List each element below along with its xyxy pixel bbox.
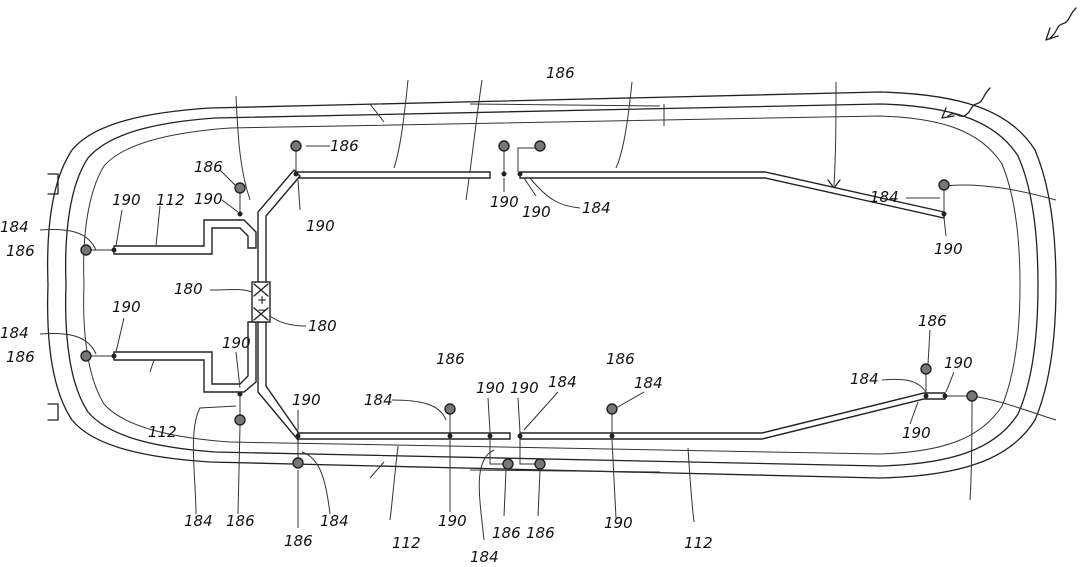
left-lower-diagonal — [257, 321, 299, 442]
label-190: 190 — [194, 190, 223, 208]
label-190: 190 — [476, 379, 505, 397]
label-184: 184 — [548, 373, 577, 391]
label-186: 186 — [226, 512, 255, 530]
label-190: 190 — [902, 424, 931, 442]
label-184: 184 — [184, 512, 213, 530]
left-front-branch-lower — [113, 321, 257, 393]
label-186: 186 — [6, 348, 35, 366]
upper-rail — [295, 171, 491, 179]
label-186: 186 — [436, 350, 465, 368]
label-180: 180 — [308, 317, 337, 335]
label-112: 112 — [156, 191, 185, 209]
external-lines — [235, 79, 1057, 523]
label-112: 112 — [392, 534, 421, 552]
figure-reference-arrows — [941, 7, 1077, 119]
label-186: 186 — [194, 158, 223, 176]
battery-minus-terminal: − — [257, 303, 267, 317]
label-180: 180 — [174, 280, 203, 298]
label-184: 184 — [0, 218, 29, 236]
label-190: 190 — [934, 240, 963, 258]
label-184: 184 — [320, 512, 349, 530]
junctions-190 — [111, 171, 948, 439]
label-186: 186 — [526, 524, 555, 542]
label-186: 186 — [606, 350, 635, 368]
left-front-branch-upper — [113, 219, 257, 255]
left-upper-diagonal — [257, 168, 301, 287]
label-190: 190 — [490, 193, 519, 211]
label-184: 184 — [0, 324, 29, 342]
label-186: 186 — [492, 524, 521, 542]
label-184: 184 — [582, 199, 611, 217]
label-190: 190 — [306, 217, 335, 235]
label-190: 190 — [604, 514, 633, 532]
reference-numerals: 186 186 186 190 190 112 184 186 190 190 … — [0, 64, 973, 566]
label-186: 186 — [330, 137, 359, 155]
label-190: 190 — [944, 354, 973, 372]
label-190: 190 — [222, 334, 251, 352]
vehicle-body-outline — [47, 91, 1057, 479]
label-190: 190 — [438, 512, 467, 530]
label-184: 184 — [850, 370, 879, 388]
label-112: 112 — [148, 423, 177, 441]
label-112: 112 — [684, 534, 713, 552]
label-190: 190 — [112, 191, 141, 209]
label-190: 190 — [522, 203, 551, 221]
label-186: 186 — [6, 242, 35, 260]
label-190: 190 — [292, 391, 321, 409]
lower-rail-right — [519, 392, 946, 440]
label-184: 184 — [870, 188, 899, 206]
label-186: 186 — [284, 532, 313, 550]
leader-lines — [39, 145, 955, 541]
battery-plus-terminal: + — [257, 293, 267, 307]
lower-rail — [297, 432, 511, 440]
label-186: 186 — [546, 64, 575, 82]
label-184: 184 — [634, 374, 663, 392]
connectors-186 — [80, 140, 978, 470]
label-184: 184 — [470, 548, 499, 566]
battery-fuse-block: + − — [251, 281, 271, 323]
label-184: 184 — [364, 391, 393, 409]
label-190: 190 — [112, 298, 141, 316]
label-186: 186 — [918, 312, 947, 330]
label-190: 190 — [510, 379, 539, 397]
